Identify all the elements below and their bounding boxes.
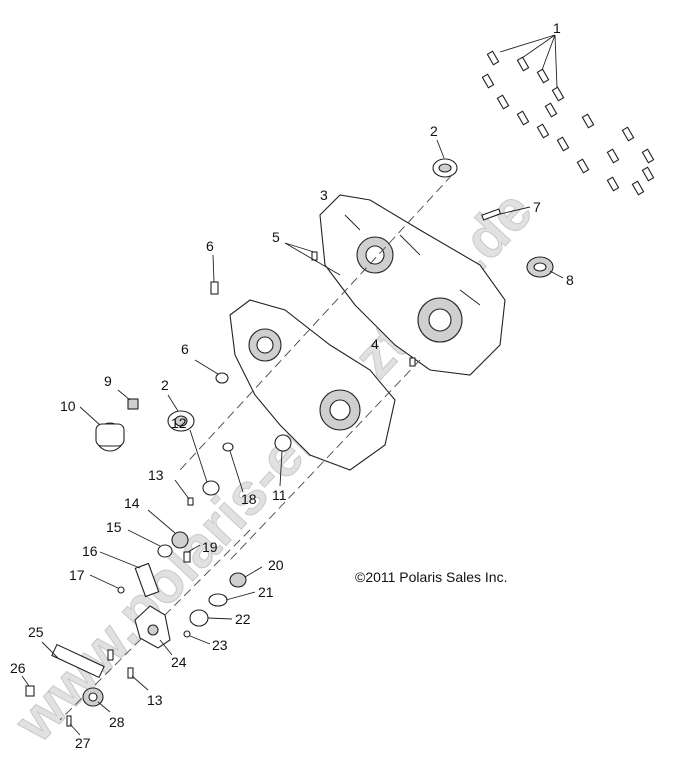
bolt-26 (21, 675, 35, 697)
gear-14 (147, 509, 189, 549)
ball-23 (183, 630, 211, 645)
dowel-pins-5 (284, 242, 416, 367)
callout-17: 17 (69, 567, 85, 583)
callout-21: 21 (258, 584, 274, 600)
callout-23: 23 (212, 637, 228, 653)
bolt-group (481, 34, 655, 196)
callout-14: 14 (124, 495, 140, 511)
pin-19 (183, 544, 201, 563)
o-ring-18 (222, 442, 244, 493)
bushing-12 (189, 429, 220, 496)
callout-10: 10 (60, 398, 76, 414)
seal-11 (274, 434, 292, 487)
assembly-axis-1 (179, 174, 453, 471)
spring-9 (117, 389, 139, 410)
crankcase-half-left (229, 299, 396, 471)
assembly-axis-2 (229, 359, 421, 561)
seal-ring-top (432, 139, 458, 178)
callout-18: 18 (241, 491, 257, 507)
callout-20: 20 (268, 557, 284, 573)
callout-26: 26 (10, 660, 26, 676)
bearing-8 (526, 256, 564, 279)
callout-6-lower: 6 (181, 341, 189, 357)
callout-7: 7 (533, 199, 541, 215)
callout-25: 25 (28, 624, 44, 640)
gear-20 (229, 566, 263, 588)
callout-13-lower: 13 (147, 692, 163, 708)
bolts-13-lower (107, 649, 149, 691)
callout-24: 24 (171, 654, 187, 670)
callout-12: 12 (171, 415, 187, 431)
callout-11: 11 (272, 487, 287, 503)
callout-13-upper: 13 (148, 467, 164, 483)
shaft-16 (99, 551, 160, 598)
callout-22: 22 (235, 611, 251, 627)
filter-cap-10 (79, 406, 125, 452)
callout-19: 19 (202, 539, 218, 555)
callout-1: 1 (553, 20, 561, 36)
callout-15: 15 (106, 519, 122, 535)
callout-labels: 1 2 3 4 5 6 6 7 8 9 10 2 12 11 18 13 14 … (10, 20, 574, 751)
callout-6-top: 6 (206, 238, 214, 254)
copyright-notice: ©2011 Polaris Sales Inc. (355, 569, 507, 585)
nut-6-lower (194, 359, 229, 384)
washer-21 (208, 591, 256, 607)
pin-27 (66, 715, 81, 736)
callout-5: 5 (272, 229, 280, 245)
callout-9: 9 (104, 373, 112, 389)
callout-28: 28 (109, 714, 125, 730)
callout-3: 3 (320, 187, 328, 203)
plate-25 (41, 641, 105, 679)
bushing-22 (189, 609, 233, 627)
bracket-24 (134, 605, 173, 656)
dowel-pin-7 (481, 206, 531, 221)
callout-2-lower: 2 (161, 377, 169, 393)
seal-ring-lower (167, 394, 195, 432)
callout-4: 4 (371, 336, 379, 352)
callout-27: 27 (75, 735, 91, 751)
callout-8: 8 (566, 272, 574, 288)
callout-16: 16 (82, 543, 98, 559)
stud-6-top (210, 254, 219, 295)
callout-2-top: 2 (430, 123, 438, 139)
ball-17 (89, 574, 125, 594)
crankcase-half-right (319, 194, 506, 376)
bushing-28 (82, 687, 111, 713)
gear-15 (127, 529, 173, 558)
washer-13-upper (174, 479, 194, 506)
